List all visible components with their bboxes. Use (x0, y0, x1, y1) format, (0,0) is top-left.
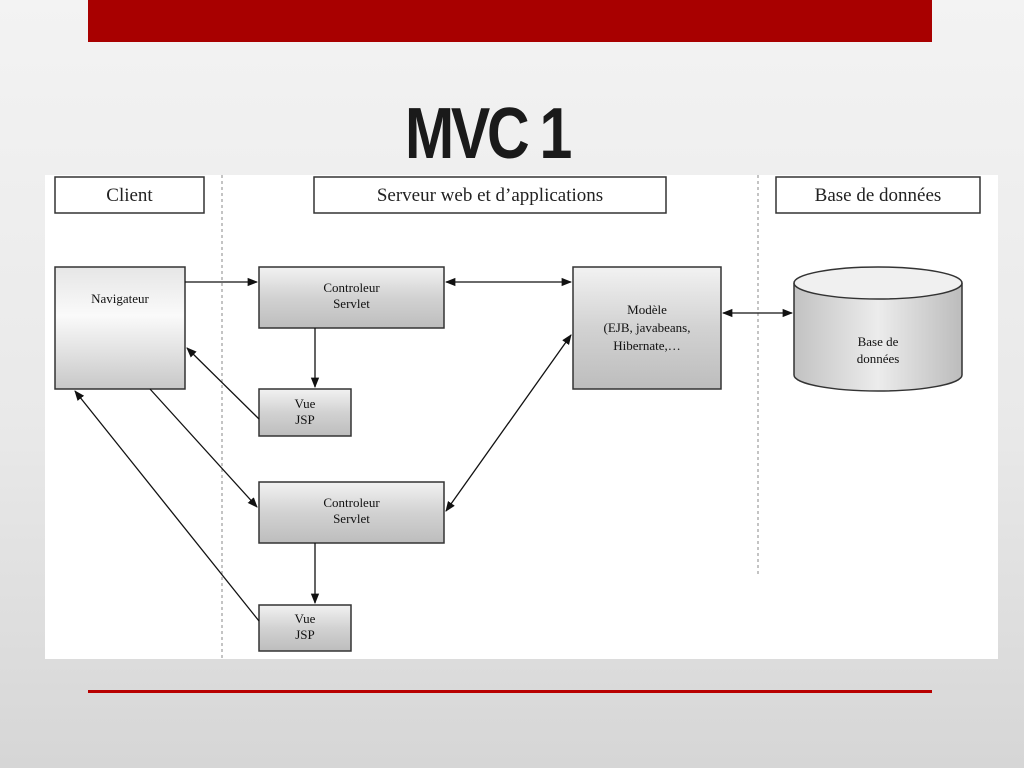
svg-text:JSP: JSP (295, 412, 315, 427)
mvc1-diagram: Client Serveur web et d’applications Bas… (45, 175, 998, 659)
svg-text:Hibernate,…: Hibernate,… (613, 338, 681, 353)
svg-text:Vue: Vue (295, 611, 316, 626)
bottom-accent-rule (88, 690, 932, 693)
svg-text:Servlet: Servlet (333, 511, 370, 526)
svg-text:Controleur: Controleur (323, 495, 380, 510)
svg-text:Modèle: Modèle (627, 302, 667, 317)
arrow-vue-1-to-navigateur (186, 347, 260, 420)
header-server: Serveur web et d’applications (313, 176, 667, 214)
svg-text:Client: Client (106, 185, 153, 206)
svg-text:Base de: Base de (858, 334, 899, 349)
svg-text:Serveur web et d’applications: Serveur web et d’applications (377, 185, 603, 206)
node-controleur-1: Controleur Servlet (258, 266, 445, 329)
svg-text:(EJB, javabeans,: (EJB, javabeans, (603, 320, 690, 335)
slide-title: MVC 1 (404, 94, 572, 174)
svg-text:Navigateur: Navigateur (91, 291, 149, 306)
svg-text:Servlet: Servlet (333, 296, 370, 311)
svg-text:données: données (857, 351, 900, 366)
node-navigateur: Navigateur (54, 266, 186, 390)
svg-text:Controleur: Controleur (323, 280, 380, 295)
arrow-controleur-2-modele (445, 334, 572, 512)
node-base-de-donnees: Base de données (793, 266, 963, 392)
top-accent-bar (88, 0, 932, 42)
node-vue-1: Vue JSP (258, 388, 352, 437)
svg-text:JSP: JSP (295, 627, 315, 642)
node-controleur-2: Controleur Servlet (258, 481, 445, 544)
node-modele: Modèle (EJB, javabeans, Hibernate,… (572, 266, 722, 390)
header-client: Client (54, 176, 205, 214)
arrow-navigateur-to-controleur-2 (149, 388, 258, 508)
header-database: Base de données (775, 176, 981, 214)
arrow-vue-2-to-navigateur (74, 390, 260, 622)
svg-text:Vue: Vue (295, 396, 316, 411)
svg-text:Base de données: Base de données (815, 185, 942, 206)
node-vue-2: Vue JSP (258, 604, 352, 652)
